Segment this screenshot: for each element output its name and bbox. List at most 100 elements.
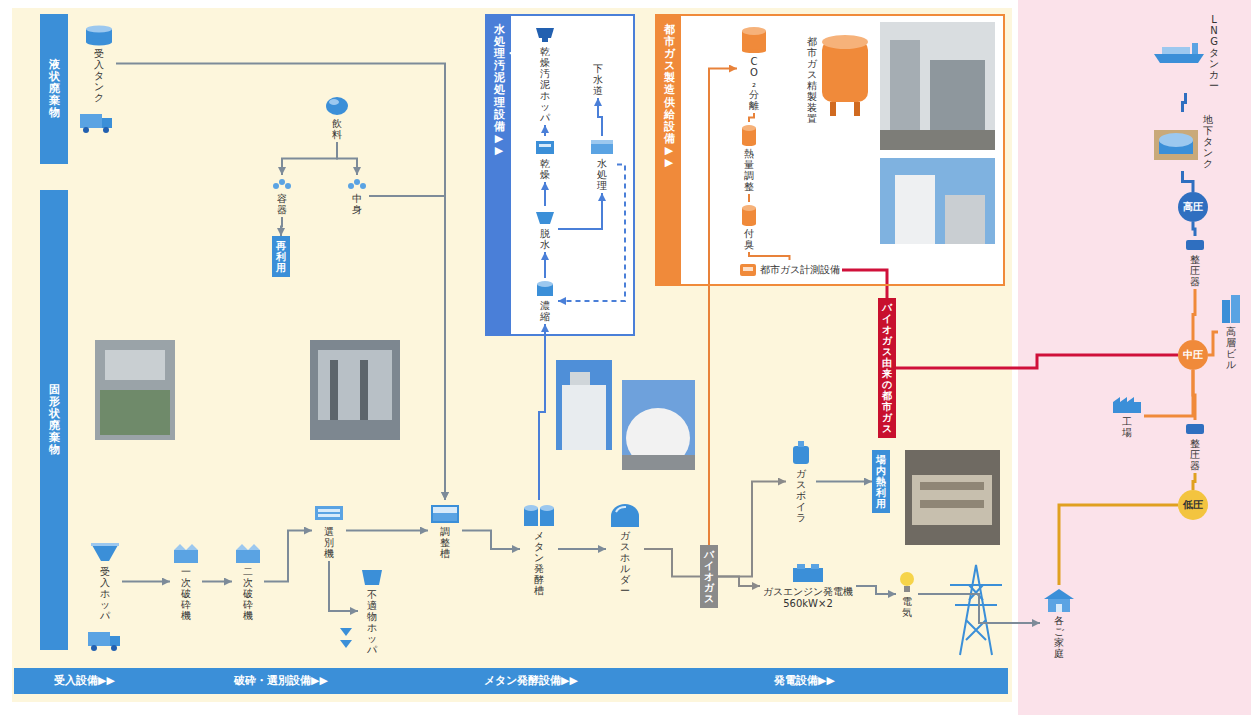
flow-connector [718, 482, 786, 577]
flow-connector [346, 530, 428, 532]
equipment-label: 水処理 [597, 158, 607, 191]
equipment-label: 濃縮 [540, 300, 550, 322]
stage-label: 発電設備▶▶ [774, 674, 835, 687]
flow-connector [544, 182, 546, 206]
flow-connector [462, 531, 520, 550]
equipment-label: 地下タンク [1203, 114, 1213, 169]
equipment-icon [84, 24, 114, 46]
stage-label: 破砕・選別設備▶▶ [234, 674, 328, 687]
pressure-label: 中圧 [1183, 349, 1203, 361]
flow-connector [539, 324, 545, 500]
flow-connector [748, 194, 750, 202]
equipment-icon [739, 26, 769, 54]
equipment-label: ガスボイラ [796, 468, 806, 523]
equipment-node: 不適物ホッパ [358, 565, 386, 657]
box-label: 場内熱利用 [876, 454, 886, 509]
equipment-icon [534, 208, 556, 226]
flow-connector [558, 165, 625, 302]
header-strip: 水処理・汚泥処理設備▶▶ [487, 16, 511, 334]
equipment-icon [589, 138, 615, 156]
flow-connector [1193, 473, 1195, 490]
flow-connector [896, 355, 1178, 368]
equipment-node: 都市ガス計測設備 [737, 260, 842, 280]
photo [622, 380, 695, 470]
equipment-node: 付臭 [737, 202, 761, 252]
equipment-icon [347, 177, 367, 191]
equipment-icon [739, 262, 757, 278]
equipment-icon [1220, 294, 1242, 324]
flow-connector [918, 594, 1040, 623]
facility-heading: 都市ガス製造供給設備▶▶ [664, 24, 675, 284]
equipment-icon [360, 567, 384, 587]
equipment-label: 脱水 [540, 228, 550, 250]
equipment-node: 熱量調整 [737, 122, 761, 194]
equipment-icon [272, 177, 292, 191]
photo [905, 450, 1000, 545]
filled-box: バイオガス [700, 545, 718, 608]
equipment-label: ガスエンジン発電機 560kW×2 [762, 586, 854, 610]
stage-label-slot: 破砕・選別設備▶▶ [234, 674, 328, 687]
flow-connector [842, 270, 887, 298]
equipment-label: 付臭 [744, 228, 754, 250]
equipment-node: ガスボイラ [786, 438, 816, 525]
equipment-node: 電気 [896, 568, 918, 620]
reject-chevrons [340, 628, 352, 648]
equipment-label: 容器 [277, 193, 287, 215]
flow-connector [718, 577, 760, 587]
equipment-label: CO₂分離 [749, 56, 759, 111]
equipment-node: ガスホルダー [606, 500, 644, 598]
flow-connector [1193, 222, 1195, 236]
equipment-icon [1152, 122, 1200, 162]
equipment-node: 二次破砕機 [232, 540, 264, 623]
flow-connector [1193, 289, 1195, 340]
equipment-label: 調整槽 [440, 526, 450, 559]
equipment-icon [172, 542, 200, 564]
gas-box-fill [655, 14, 1005, 286]
flow-connector [598, 98, 602, 136]
pressure-circle: 低圧 [1178, 490, 1208, 520]
equipment-node: LNGタンカー [1150, 12, 1221, 93]
stage-label-slot: 発電設備▶▶ [774, 674, 835, 687]
flow-connector [1193, 370, 1195, 420]
stage-label-slot: 受入設備▶▶ [54, 674, 115, 687]
flow-connector [544, 252, 546, 278]
flow-connector [1144, 370, 1193, 416]
flow-connector [122, 581, 170, 583]
equipment-caption: 都市ガス精製装置 [807, 36, 817, 124]
flow-connector [337, 142, 357, 175]
flow-connector [1183, 93, 1186, 112]
flow-connector [282, 142, 337, 175]
photo [880, 158, 995, 244]
filled-box: バイオガス由来の都市ガス [878, 298, 896, 438]
flow-connector [202, 581, 232, 583]
equipment-node: 選別機 [312, 500, 346, 561]
equipment-label: 高層ビル [1226, 326, 1236, 370]
supply-panel [1018, 0, 1251, 715]
facility-box: 都市ガス製造供給設備▶▶ 都市ガス計測設備 付臭 熱量調整 CO₂分離 都市ガス精製装置 [655, 14, 1005, 286]
equipment-label: 乾燥汚泥ホッパ [540, 46, 550, 123]
equipment-label: ガスホルダー [620, 530, 630, 596]
equipment-node: 水処理 [587, 136, 617, 193]
equipment-icon [534, 280, 556, 298]
equipment-label: 工場 [1122, 416, 1132, 438]
flow-connector [369, 196, 445, 500]
equipment-icon [1042, 587, 1076, 613]
flow-connector [709, 69, 737, 546]
equipment-node: 整圧器 [1182, 420, 1208, 473]
flow-connector [281, 217, 282, 236]
equipment-node: 受入ホッパ [88, 540, 122, 623]
facility-heading: 水処理・汚泥処理設備▶▶ [494, 24, 505, 334]
equipment-icon [739, 124, 759, 146]
equipment-icon [234, 542, 262, 564]
equipment-icon [534, 138, 556, 156]
flow-connector [644, 549, 700, 577]
equipment-icon [739, 204, 759, 226]
equipment-icon [1152, 41, 1206, 65]
text-node: 下水道 [591, 61, 605, 98]
equipment-icon [1112, 394, 1142, 414]
equipment-node: 乾燥汚泥ホッパ [532, 24, 558, 125]
header-strip: 都市ガス製造供給設備▶▶ [657, 16, 681, 284]
equipment-label: 下水道 [593, 63, 603, 96]
equipment-node: 濃縮 [532, 278, 558, 324]
